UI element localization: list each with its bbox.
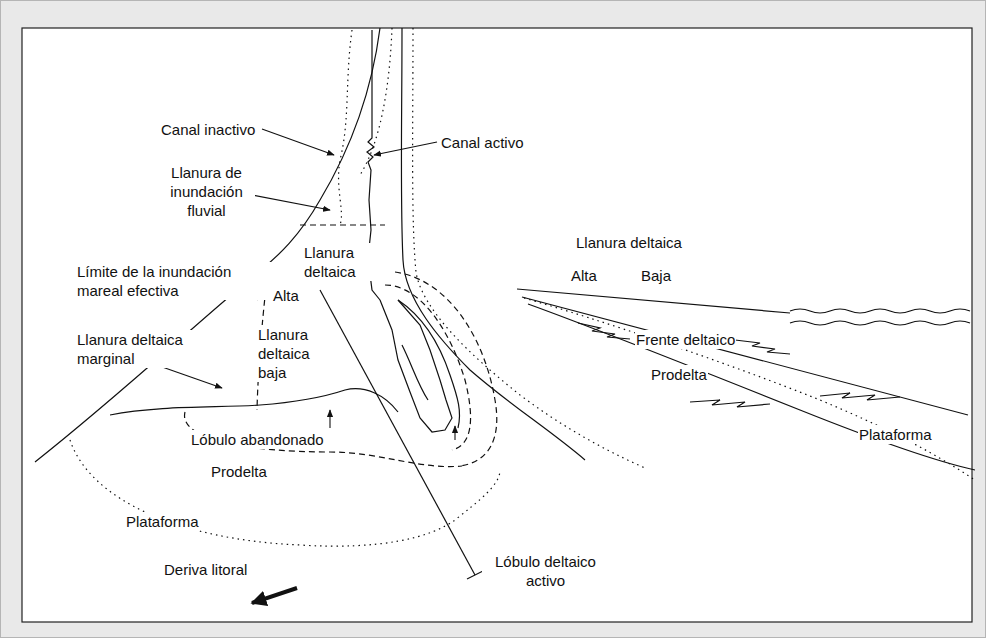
front-contour — [395, 272, 497, 466]
intertonguing — [735, 340, 790, 354]
right-valley-wall — [401, 28, 585, 460]
region-label: Canal activo — [440, 133, 525, 152]
intertonguing — [690, 400, 770, 407]
leader-arrow — [454, 426, 455, 440]
intertonguing — [820, 393, 900, 400]
region-label: Prodelta — [210, 462, 268, 481]
inactive-channel — [339, 30, 352, 225]
region-label: Alta — [272, 286, 300, 305]
region-label: Plataforma — [125, 512, 200, 531]
region-label: Llanura de inundación fluvial — [158, 163, 255, 220]
leader-arrow — [262, 129, 334, 155]
left-dotted-margin — [360, 28, 392, 175]
delta-plain-surface — [517, 289, 790, 313]
left-valley-wall — [35, 28, 380, 462]
region-label: Llanura deltaica marginal — [76, 330, 218, 368]
front-base — [522, 297, 968, 415]
basin-floor — [528, 304, 975, 470]
longshore-drift-arrow — [252, 588, 297, 603]
section-line — [320, 290, 475, 575]
active-lobe — [380, 300, 452, 432]
intertonguing — [578, 323, 630, 339]
region-label: Lóbulo abandonado — [190, 430, 325, 449]
inner-frame — [22, 28, 972, 622]
leader-arrow — [252, 195, 330, 210]
plain-boundary — [300, 224, 385, 225]
region-label: Llanura deltaica — [303, 243, 377, 281]
section-tick — [467, 571, 483, 579]
front-contour — [385, 285, 471, 450]
distributary — [402, 345, 428, 400]
sea-surface — [790, 309, 970, 313]
distributary — [398, 300, 460, 428]
leader-arrow — [374, 142, 437, 155]
region-label: Frente deltaico — [635, 330, 736, 349]
cross-section — [517, 289, 975, 480]
shelf-limit — [70, 440, 500, 546]
region-label: Baja — [640, 266, 672, 285]
region-label: Deriva litoral — [163, 560, 248, 579]
region-label: Prodelta — [650, 365, 708, 384]
prodelta-limit — [185, 412, 462, 467]
map-view — [35, 28, 645, 579]
region-label: Llanura deltaica baja — [257, 325, 329, 382]
region-label: Lóbulo deltaico activo — [482, 552, 609, 590]
leader-arrow — [329, 410, 330, 428]
shelf-dotted — [524, 298, 975, 480]
shoreline — [110, 389, 398, 415]
region-label: Canal inactivo — [160, 120, 256, 139]
region-label: Límite de la inundación mareal efectiva — [76, 262, 278, 300]
region-label: Llanura deltaica — [575, 233, 683, 252]
region-label: Plataforma — [858, 425, 933, 444]
region-label: Alta — [570, 266, 598, 285]
sea-surface — [790, 321, 970, 325]
